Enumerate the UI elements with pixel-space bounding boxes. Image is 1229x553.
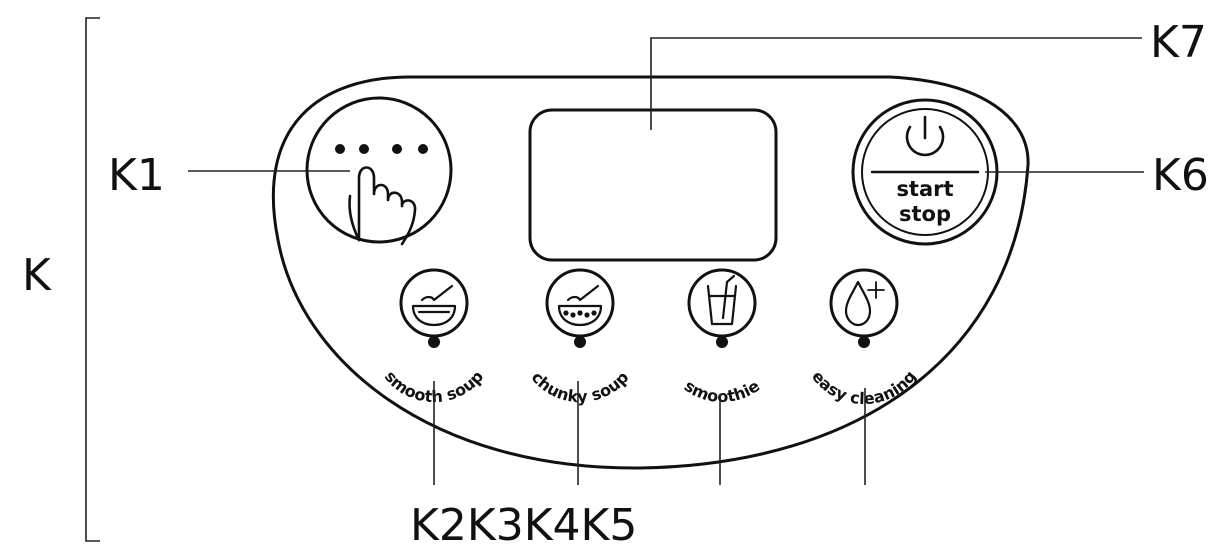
smoothie-button[interactable]: smoothie <box>681 268 763 406</box>
start-stop-button[interactable]: start stop <box>851 98 999 246</box>
display-window <box>528 108 778 262</box>
group-bracket <box>85 17 100 542</box>
leader-k7 <box>650 37 1142 130</box>
stop-label: stop <box>899 202 951 226</box>
panel-outline <box>271 75 1030 470</box>
easy-cleaning-label: easy cleaning <box>808 367 920 408</box>
callout-k7: K7 <box>1150 17 1207 68</box>
start-label: start <box>896 177 953 201</box>
droplet-sparkle-icon <box>844 280 885 327</box>
chunky-soup-label: chunky soup <box>528 368 633 407</box>
easy-cleaning-button[interactable]: easy cleaning <box>808 268 920 408</box>
glass-straw-icon <box>706 274 738 326</box>
program-select-button[interactable] <box>305 96 453 246</box>
bowl-ladle-icon <box>411 284 457 327</box>
finger-tap-dots-icon <box>335 144 428 246</box>
callout-k: K <box>22 250 52 301</box>
chunky-soup-button[interactable]: chunky soup <box>528 268 633 407</box>
callout-k2-k5: K2K3K4K5 <box>410 500 637 551</box>
callout-k1: K1 <box>108 150 165 201</box>
callout-k6: K6 <box>1152 150 1209 201</box>
smoothie-label: smoothie <box>681 376 763 406</box>
power-icon <box>905 115 945 157</box>
bowl-chunks-ladle-icon <box>557 284 603 327</box>
